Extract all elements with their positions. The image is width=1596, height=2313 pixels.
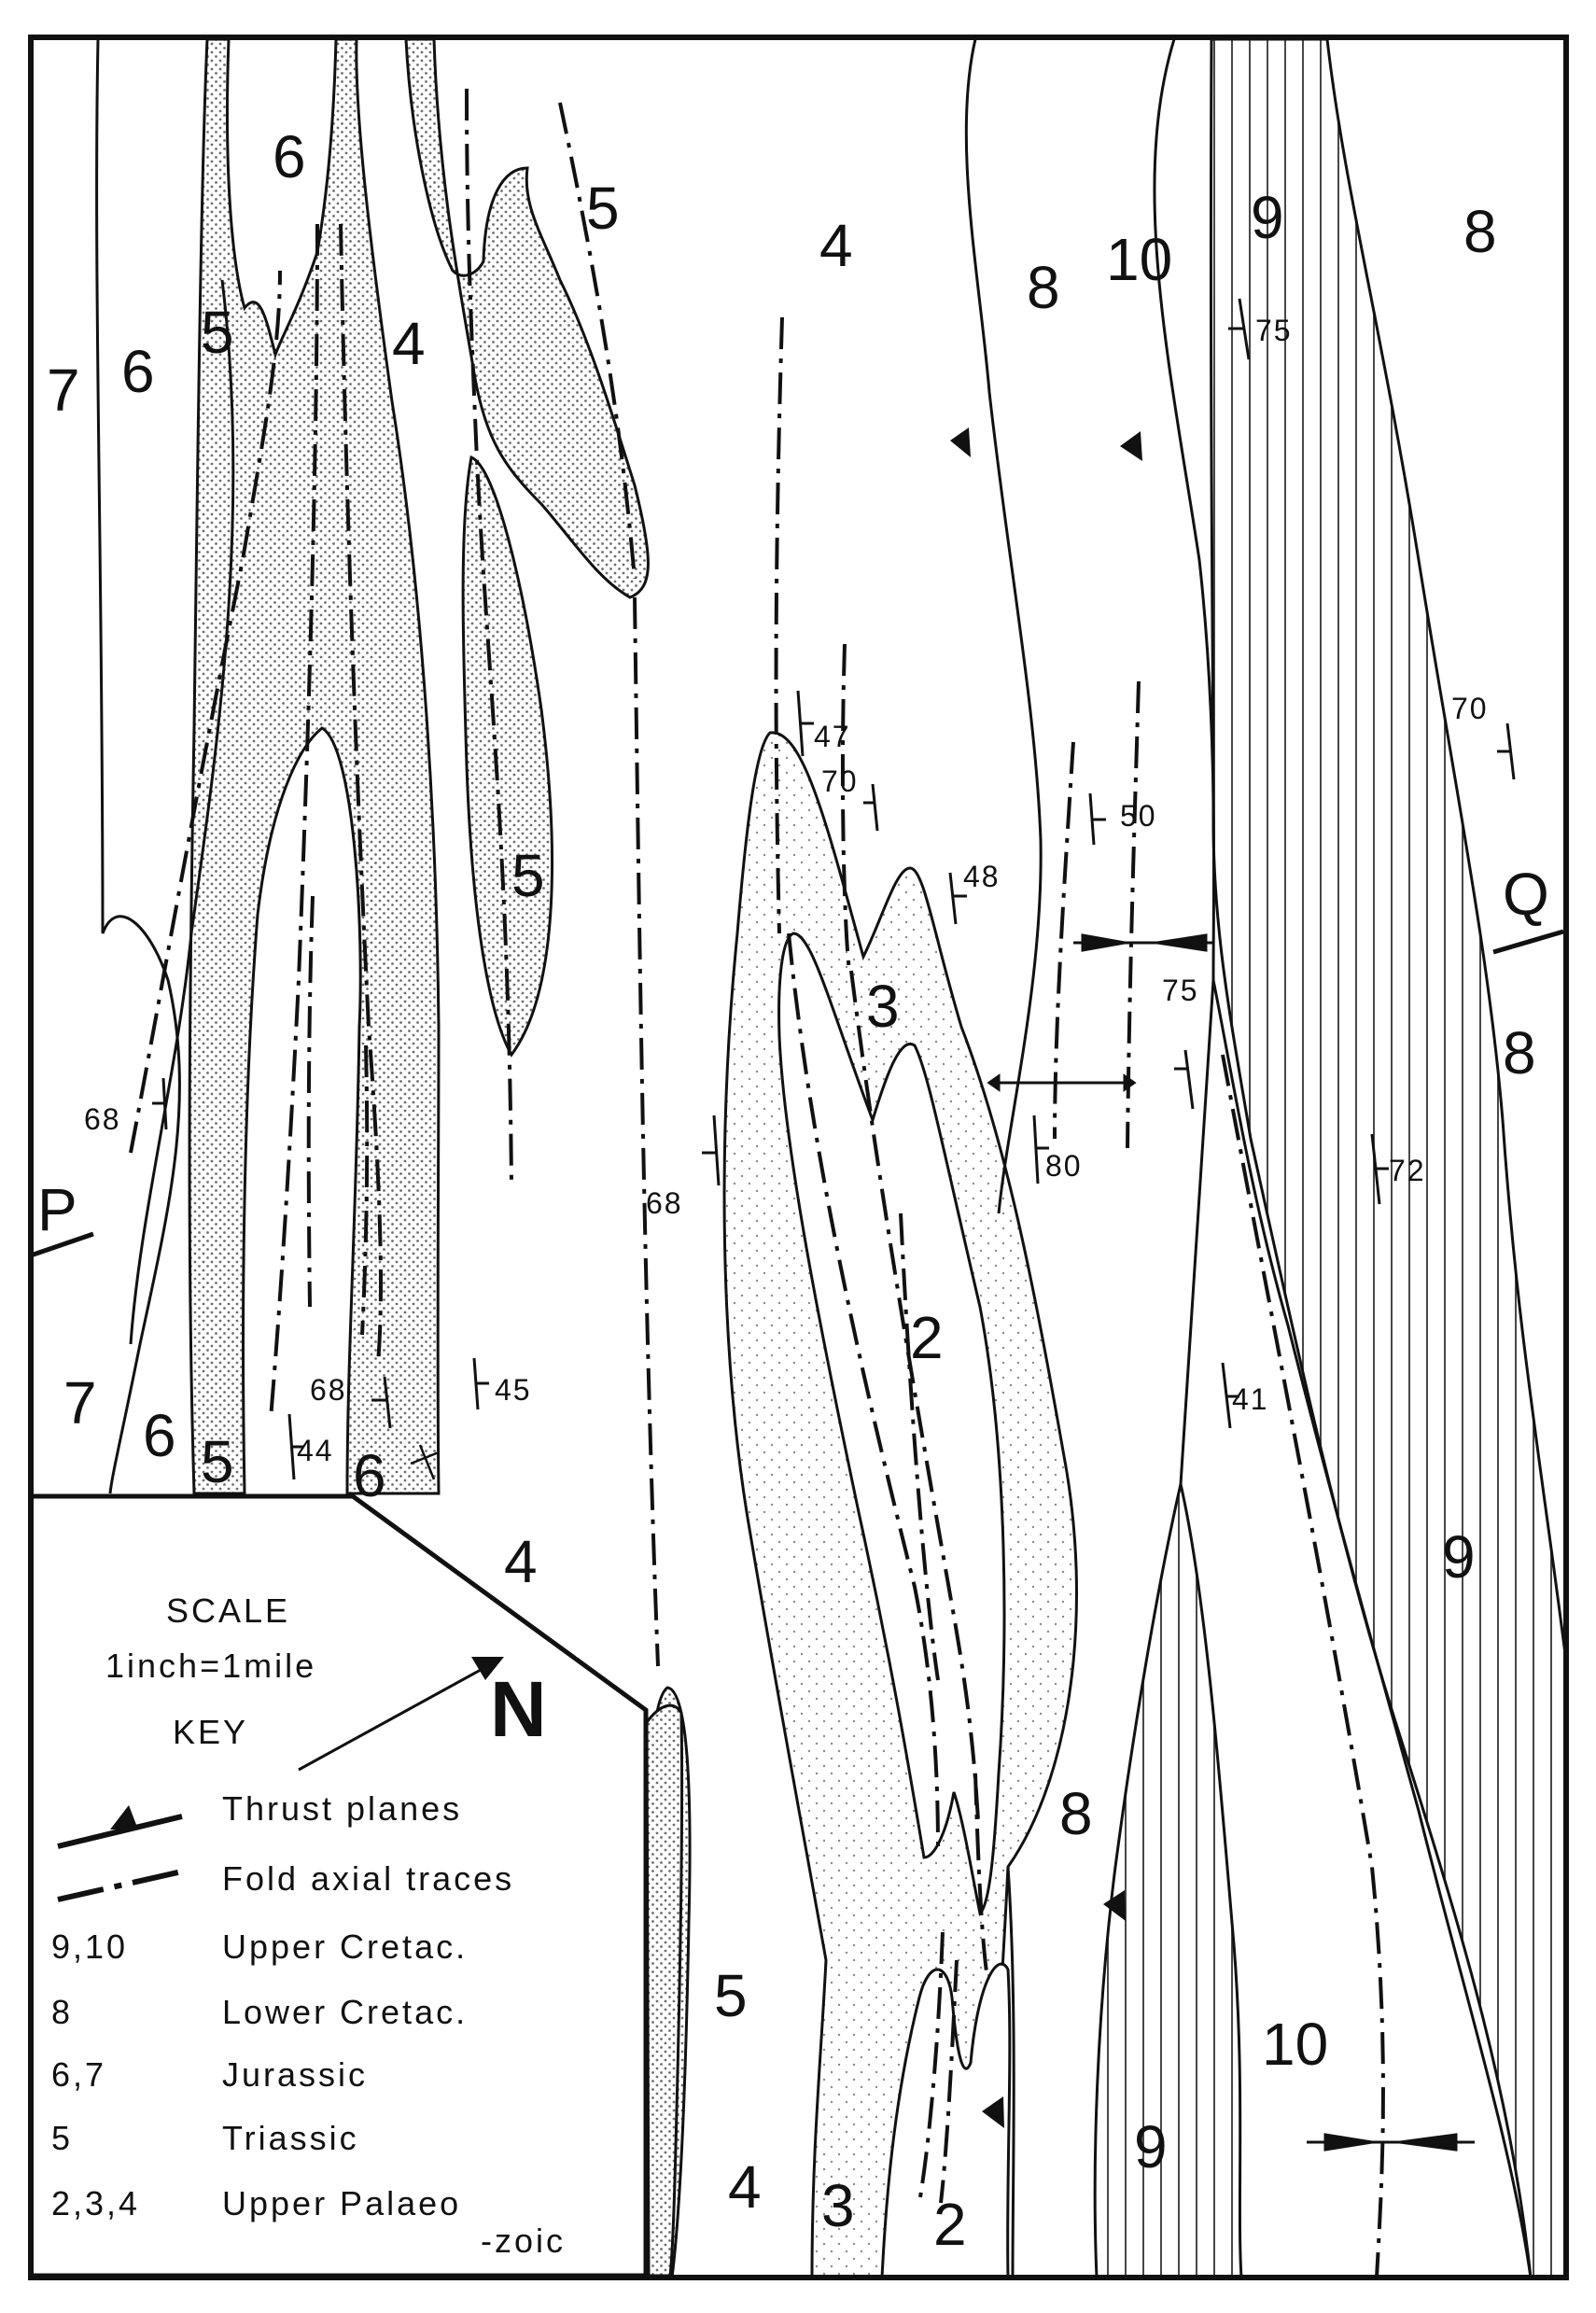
dip-label: 80 [1045,1149,1083,1183]
dip-label: 41 [1232,1382,1269,1416]
key-unit-codes: 9,10 [51,1928,128,1966]
key-unit-name: Lower Cretac. [222,1993,468,2031]
unit-label: 6 [121,338,155,405]
key-unit-name: Upper Cretac. [222,1928,468,1966]
dip-symbols [152,298,1516,1480]
unit-label: 8 [1027,254,1060,321]
unit-label: 10 [1262,2011,1328,2078]
key-unit-codes: 8 [51,1993,73,2031]
contact-thrust-west [964,38,1043,1214]
dip-label: 72 [1389,1154,1426,1187]
key-item-fold-label: Fold axial traces [222,1859,514,1898]
north-arrow-strike [410,1444,440,1480]
scale-title: SCALE [166,1591,290,1630]
key-unit-name-cont: -zoic [481,2222,566,2260]
unit-label: 5 [201,299,234,366]
contact-6-7 [95,38,181,1494]
unit-label: 2 [933,2191,967,2258]
unit-label: 2 [910,1304,944,1371]
unit-label: 4 [728,2153,762,2221]
unit-9-south [1093,1483,1243,2278]
dip-values: 75 47 70 48 50 75 80 68 68 72 70 45 68 4… [84,314,1489,1467]
unit-5-lens [461,455,553,1058]
unit-label: 6 [273,123,306,190]
unit-2-south [880,1962,1012,2278]
key-unit-name: Jurassic [222,2055,368,2094]
unit-5-band-west [188,37,441,1495]
dip-label: 45 [495,1373,532,1407]
fold-axial-traces [129,88,1385,2278]
unit-label: 5 [201,1428,234,1495]
contact-8-south [1006,1866,1015,2278]
dip-label: 47 [814,720,851,753]
dip-label: 70 [821,764,859,798]
contacts [95,38,1533,2278]
dip-label: 44 [297,1434,334,1467]
north-arrow-icon [298,1657,504,1772]
fold-axial-trace-icon [57,1869,183,1902]
unit-label: 4 [392,310,426,377]
north-label: N [490,1665,547,1753]
key-title: KEY [173,1713,248,1751]
unit-label: 8 [1503,1019,1536,1086]
unit-label: 5 [586,175,620,242]
dip-label: 48 [963,860,1001,893]
unit-label: 9 [1134,2113,1168,2180]
contact-thrust-east [1153,38,1216,1485]
unit-5-sliver [645,1703,684,2278]
section-end-q: Q [1503,861,1549,928]
unit-labels: 7 6 6 5 4 5 4 8 10 9 8 5 3 2 8 9 9 10 8 … [47,123,1536,2258]
unit-label: 3 [821,2172,855,2239]
unit-label: 10 [1106,226,1172,293]
key-item-thrust-label: Thrust planes [222,1789,462,1828]
fold-symbols [987,933,1475,2152]
dip-label: 75 [1255,314,1293,347]
unit-5-band-north [404,37,650,599]
contact-6-5-west [129,279,235,1345]
contact-10-9 [1211,979,1533,2278]
key-unit-codes: 6,7 [51,2055,106,2094]
unit-2-core [777,932,1006,1917]
key-unit-name: Upper Palaeo [222,2184,461,2222]
unit-label: 6 [353,1442,386,1509]
thrust-line-icon [57,1805,183,1849]
section-stubs [30,929,1564,1258]
unit-label: 7 [63,1369,97,1437]
unit-label: 8 [1463,198,1497,265]
dip-label: 68 [84,1102,121,1136]
unit-label: 5 [714,1962,748,2029]
unit-label: 9 [1442,1523,1476,1591]
unit-label: 4 [504,1528,538,1595]
dip-label: 68 [646,1186,683,1220]
dip-label: 70 [1451,692,1489,725]
scale-text: 1inch=1mile [105,1647,316,1685]
unit-label: 5 [511,842,545,909]
key-unit-codes: 5 [51,2119,73,2157]
unit-label: 3 [866,973,900,1040]
dip-label: 75 [1162,974,1199,1007]
unit-label: 4 [819,212,853,279]
unit-label: 6 [143,1402,176,1469]
dip-label: 50 [1120,799,1157,833]
unit-label: 8 [1059,1780,1093,1847]
key-unit-codes: 2,3,4 [51,2184,140,2222]
section-end-p: P [37,1176,77,1243]
dip-label: 68 [310,1373,347,1407]
unit-label: 9 [1251,184,1284,251]
map-frame [28,35,1569,2280]
legend-text: N SCALE 1inch=1mile KEY Thrust planes Fo… [51,1591,566,2260]
thrust-teeth [950,428,1142,2128]
key-unit-name: Triassic [222,2119,359,2157]
unit-label: 7 [47,357,80,424]
